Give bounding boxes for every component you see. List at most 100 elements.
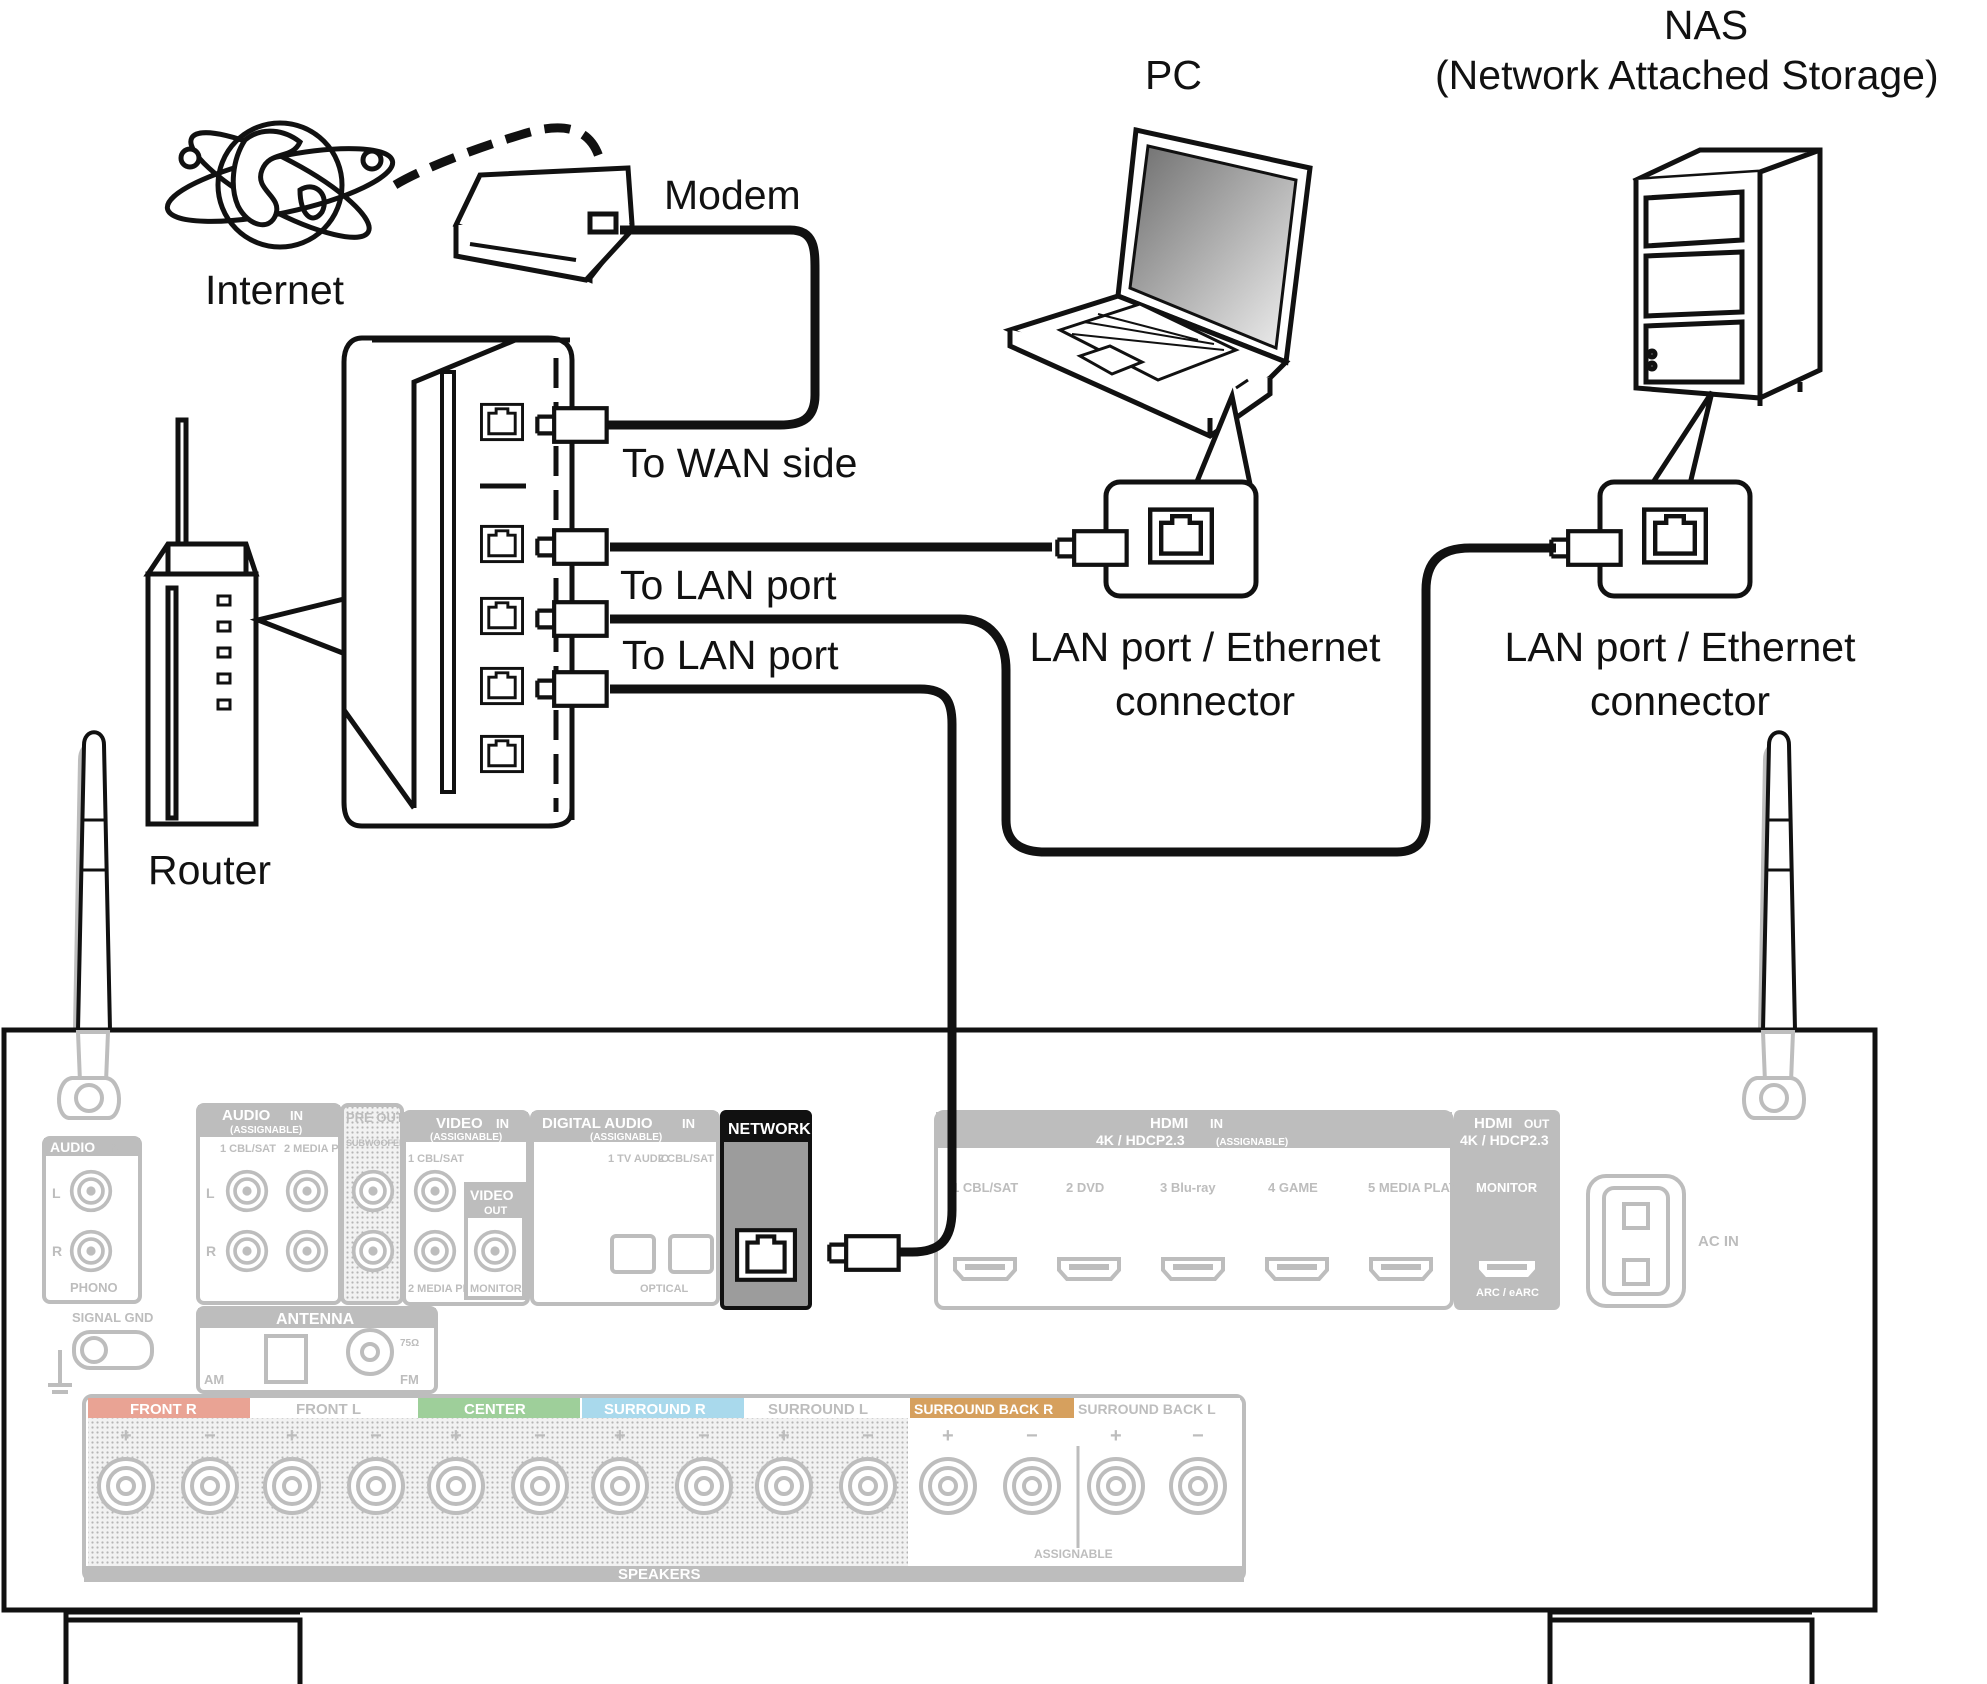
hdmi-input-label: 1 CBL/SAT (952, 1180, 1018, 1195)
sub-2-jack (351, 1229, 395, 1273)
svg-text:+: + (450, 1425, 462, 1447)
optical-1-port (610, 1234, 656, 1274)
phono-audio-label: AUDIO (50, 1139, 95, 1155)
av-receiver: AUDIO IN L R PHONO SIGNAL GND AUDIO IN (… (1, 730, 1878, 1684)
antenna-block: ANTENNA AM FM 75Ω (196, 1306, 438, 1394)
optical-label: OPTICAL (640, 1283, 689, 1295)
speaker-polarity-labels: +− +− +− +− +− +− +− (120, 1425, 1204, 1447)
hdmi-in-spec: 4K / HDCP2.3 (1096, 1132, 1185, 1148)
audio-in-label: AUDIO (222, 1107, 271, 1124)
svg-text:+: + (614, 1425, 626, 1447)
network-label: NETWORK (728, 1121, 811, 1138)
video-in-2-jack (413, 1229, 457, 1273)
fm-ohm-label: 75Ω (400, 1338, 419, 1349)
hdmi-out-monitor: MONITOR (1476, 1180, 1538, 1195)
video-out-monitor: MONITOR (470, 1283, 522, 1295)
nas-title: NAS (1663, 2, 1749, 48)
hdmi-input-label: 2 DVD (1066, 1180, 1104, 1195)
router-lan-port[interactable] (480, 666, 524, 706)
hdmi-out-label: HDMI (1474, 1115, 1512, 1132)
hdmi-in-label: HDMI (1150, 1115, 1188, 1132)
speaker-group-label: SURROUND BACK R (914, 1401, 1053, 1417)
digital-audio-in-tag: IN (682, 1116, 695, 1131)
svg-text:−: − (698, 1425, 710, 1447)
video-in-1-jack (413, 1169, 457, 1213)
router-lan-port[interactable] (480, 524, 524, 564)
hdmi-in-assignable: (ASSIGNABLE) (1216, 1137, 1288, 1148)
hdmi-input-label: 3 Blu-ray (1160, 1180, 1216, 1195)
pre-out-subwoofer: PRE OUT SUBWOOFER (340, 1103, 406, 1305)
internet-modem-link (392, 123, 605, 189)
nas-subtitle: (Network Attached Storage) (1435, 52, 1939, 98)
hdmi-in-port (1161, 1257, 1225, 1281)
router-label: Router (148, 847, 272, 893)
hdmi-in-port (953, 1257, 1017, 1281)
nas-lan-port[interactable] (1644, 510, 1706, 563)
router-wan-port[interactable] (480, 402, 524, 442)
video-in-label: VIDEO (436, 1115, 483, 1132)
am-label: AM (204, 1372, 224, 1387)
modem-to-router-cable (604, 225, 820, 430)
router-lan-port[interactable] (480, 734, 524, 774)
phono-l-jack (69, 1169, 113, 1213)
to-wan-side-label: To WAN side (622, 440, 858, 486)
router-rear-panel (341, 335, 607, 829)
audio-in-cbl: 1 CBL/SAT (220, 1143, 276, 1155)
hdmi-input-label: 4 GAME (1268, 1180, 1318, 1195)
pre-out-label: PRE OUT (346, 1110, 404, 1125)
nas-port-label-line1: LAN port / Ethernet (1504, 624, 1856, 670)
to-lan-port-label-1: To LAN port (620, 562, 837, 608)
phono-input: AUDIO IN L R PHONO (42, 1136, 142, 1304)
nas-icon (1632, 147, 1823, 406)
ac-in: AC IN (1586, 1174, 1739, 1308)
svg-text:−: − (204, 1425, 216, 1447)
network-port-block: NETWORK (720, 1110, 812, 1310)
laptop-icon (1002, 126, 1313, 439)
am-terminal (264, 1334, 308, 1384)
receiver-network-jack[interactable] (737, 1230, 795, 1280)
audio-in-tag: IN (290, 1108, 303, 1123)
assignable-speakers-label: ASSIGNABLE (1034, 1547, 1113, 1561)
hdmi-in-block: HDMI IN 4K / HDCP2.3 (ASSIGNABLE) 1 CBL/… (934, 1110, 1476, 1310)
speaker-group-label: SURROUND R (604, 1401, 706, 1418)
pc-lan-port[interactable] (1150, 510, 1212, 563)
modem-label: Modem (664, 172, 801, 218)
hdmi-in-tag: IN (1210, 1116, 1223, 1131)
rca-jack (225, 1169, 269, 1213)
router-icon (143, 417, 260, 827)
phono-r-label: R (52, 1243, 62, 1259)
router-to-receiver-cable (610, 684, 957, 1257)
svg-text:+: + (120, 1425, 132, 1447)
video-out-label: VIDEO (470, 1187, 514, 1203)
svg-text:−: − (1192, 1425, 1204, 1447)
pc-callout-pointer (1193, 387, 1253, 485)
pc-label: PC (1145, 52, 1202, 98)
ac-in-label: AC IN (1698, 1233, 1739, 1250)
svg-text:+: + (778, 1425, 790, 1447)
optical-cbl-label: 2 CBL/SAT (658, 1153, 714, 1165)
nas-lan-port-callout (1551, 479, 1753, 599)
video-in-out: VIDEO IN (ASSIGNABLE) 1 CBL/SAT 2 MEDIA … (402, 1110, 530, 1306)
hdmi-out-block: HDMI OUT 4K / HDCP2.3 MONITOR ARC / eARC (1454, 1110, 1560, 1310)
speaker-terminals: SPEAKERS ASSIGNABLE FRONT R FRONT L CENT… (82, 1394, 1246, 1583)
phono-l-label: L (52, 1185, 61, 1201)
speaker-group-label: CENTER (464, 1401, 526, 1418)
phono-r-jack (69, 1229, 113, 1273)
video-out-tag: OUT (484, 1205, 508, 1217)
hdmi-input-label: 5 MEDIA PLAYER (1368, 1180, 1476, 1195)
internet-globe-icon (164, 120, 396, 250)
tv-audio-label: 1 TV AUDIO (608, 1153, 670, 1165)
signal-gnd-terminal (48, 1330, 154, 1394)
svg-text:−: − (1026, 1425, 1038, 1447)
svg-text:−: − (370, 1425, 382, 1447)
digital-audio-assignable: (ASSIGNABLE) (590, 1132, 662, 1143)
hdmi-out-spec: 4K / HDCP2.3 (1460, 1132, 1549, 1148)
speaker-group-label: FRONT L (296, 1401, 361, 1418)
phono-label: PHONO (70, 1280, 118, 1295)
video-in-cbl: 1 CBL/SAT (408, 1153, 464, 1165)
speaker-group-label: SURROUND BACK L (1078, 1401, 1216, 1417)
pc-port-label-line2: connector (1114, 678, 1296, 724)
hdmi-in-port (1369, 1257, 1433, 1281)
router-lan-port[interactable] (480, 596, 524, 636)
